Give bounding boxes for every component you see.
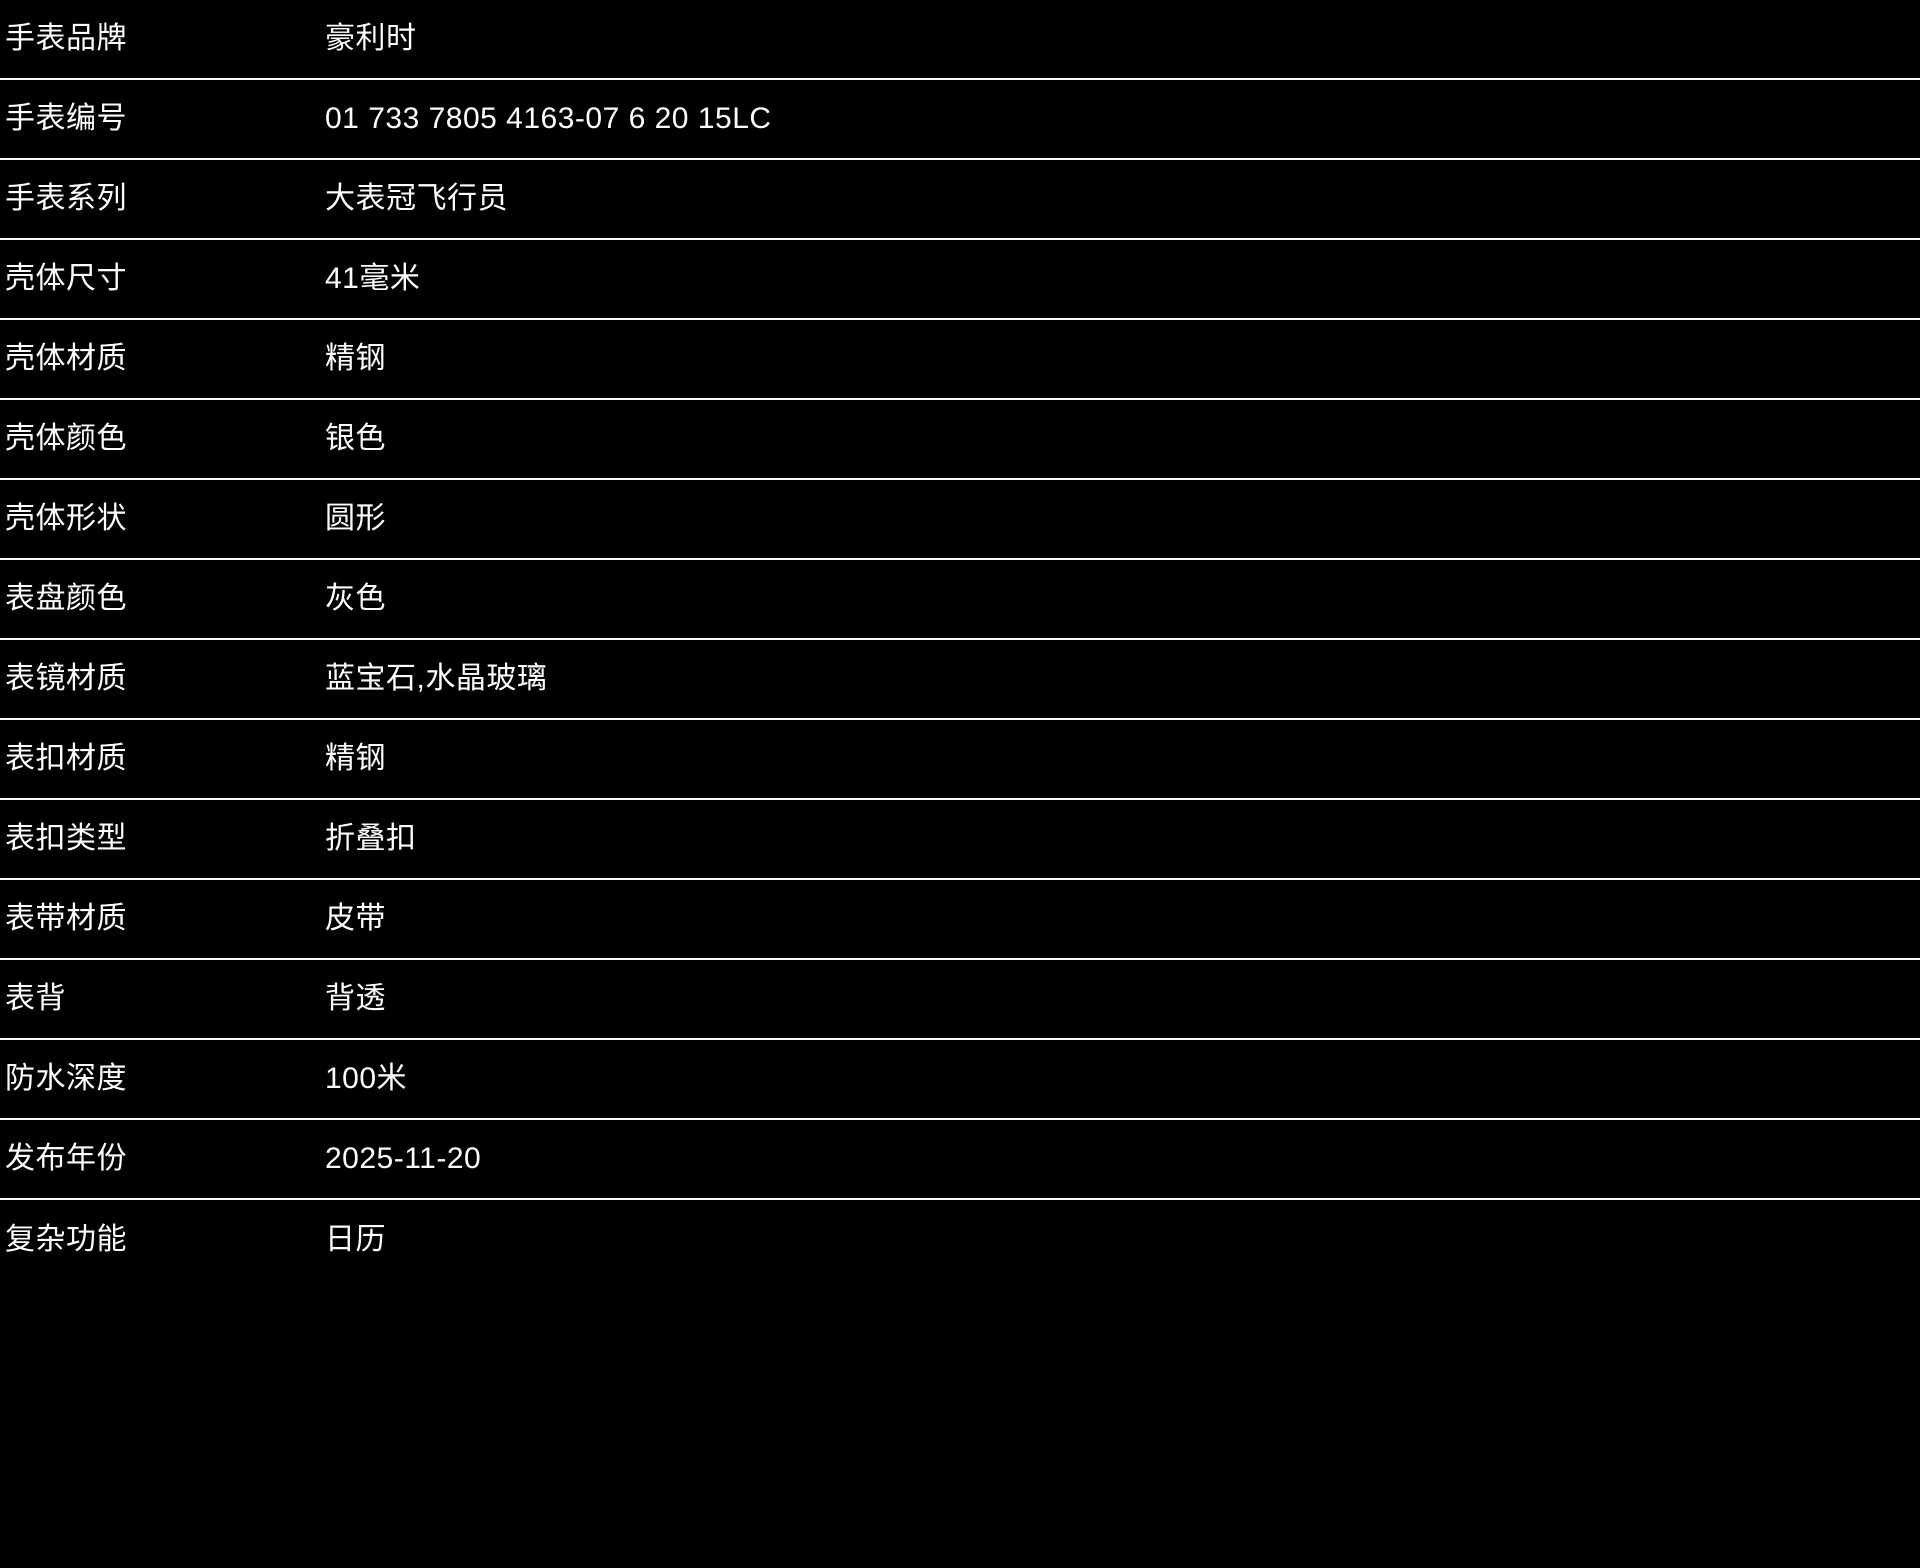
spec-label: 壳体形状 bbox=[5, 502, 127, 535]
spec-value: 2025-11-20 bbox=[325, 1142, 482, 1175]
table-row: 表盘颜色 灰色 bbox=[0, 560, 1920, 640]
spec-label: 手表品牌 bbox=[5, 22, 127, 55]
table-row: 壳体形状 圆形 bbox=[0, 480, 1920, 560]
spec-label: 发布年份 bbox=[5, 1142, 127, 1175]
spec-label: 表带材质 bbox=[5, 902, 127, 935]
table-row: 表扣材质 精钢 bbox=[0, 720, 1920, 800]
spec-value: 精钢 bbox=[325, 742, 386, 775]
spec-value: 蓝宝石,水晶玻璃 bbox=[325, 662, 548, 695]
spec-value: 100米 bbox=[325, 1062, 408, 1095]
spec-label: 壳体颜色 bbox=[5, 422, 127, 455]
spec-value: 圆形 bbox=[325, 502, 386, 535]
spec-label: 表背 bbox=[5, 982, 66, 1015]
spec-value: 皮带 bbox=[325, 902, 386, 935]
spec-label: 防水深度 bbox=[5, 1062, 127, 1095]
spec-label: 壳体材质 bbox=[5, 342, 127, 375]
table-row: 壳体颜色 银色 bbox=[0, 400, 1920, 480]
spec-label: 壳体尺寸 bbox=[5, 262, 127, 295]
spec-value: 日历 bbox=[325, 1223, 386, 1256]
spec-label: 复杂功能 bbox=[5, 1223, 127, 1256]
spec-label: 表扣类型 bbox=[5, 822, 127, 855]
table-row: 表背 背透 bbox=[0, 960, 1920, 1040]
spec-label: 手表系列 bbox=[5, 182, 127, 215]
spec-label: 表盘颜色 bbox=[5, 582, 127, 615]
spec-label: 手表编号 bbox=[5, 102, 127, 135]
spec-value: 41毫米 bbox=[325, 262, 421, 295]
table-row: 手表编号 01 733 7805 4163-07 6 20 15LC bbox=[0, 80, 1920, 160]
spec-value: 灰色 bbox=[325, 582, 386, 615]
spec-value: 折叠扣 bbox=[325, 822, 417, 855]
spec-value: 01 733 7805 4163-07 6 20 15LC bbox=[325, 102, 772, 135]
spec-label: 表镜材质 bbox=[5, 662, 127, 695]
spec-value: 精钢 bbox=[325, 342, 386, 375]
table-row: 防水深度 100米 bbox=[0, 1040, 1920, 1120]
table-row: 壳体尺寸 41毫米 bbox=[0, 240, 1920, 320]
spec-label: 表扣材质 bbox=[5, 742, 127, 775]
table-row: 手表品牌 豪利时 bbox=[0, 0, 1920, 80]
spec-value: 背透 bbox=[325, 982, 386, 1015]
table-row: 复杂功能 日历 bbox=[0, 1200, 1920, 1280]
spec-value: 大表冠飞行员 bbox=[325, 182, 508, 215]
table-row: 表扣类型 折叠扣 bbox=[0, 800, 1920, 880]
table-row: 表带材质 皮带 bbox=[0, 880, 1920, 960]
table-row: 表镜材质 蓝宝石,水晶玻璃 bbox=[0, 640, 1920, 720]
spec-value: 银色 bbox=[325, 422, 386, 455]
table-row: 手表系列 大表冠飞行员 bbox=[0, 160, 1920, 240]
table-row: 发布年份 2025-11-20 bbox=[0, 1120, 1920, 1200]
spec-value: 豪利时 bbox=[325, 22, 417, 55]
table-row: 壳体材质 精钢 bbox=[0, 320, 1920, 400]
